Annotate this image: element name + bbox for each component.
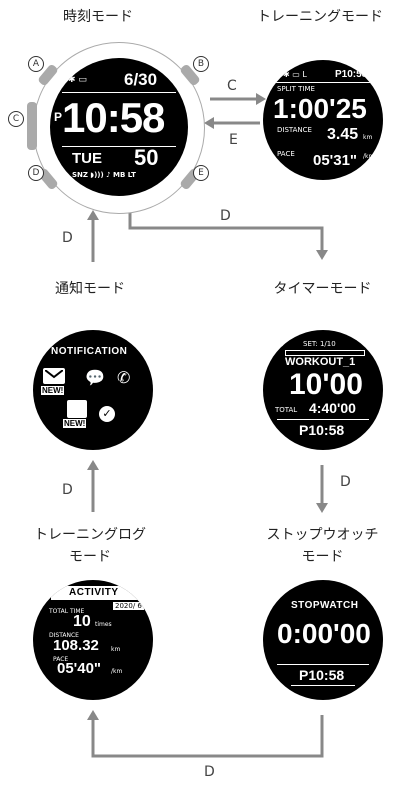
time-mode-screen: ✱ ▭ 6/30 P 10:58 TUE 50 SNZ ◗))) ♪ MB LT (50, 58, 188, 196)
notification-mode-label: 通知モード (55, 281, 125, 297)
stopwatch-time: 0:00'00 (277, 618, 371, 649)
total-value: 4:40'00 (309, 400, 356, 416)
log-pace-value: 05'40" (57, 660, 102, 677)
arrow-label-c: C (227, 78, 237, 94)
check-icon: ✓ (99, 406, 115, 422)
training-mode-screen: ✱ ▭ L P10:58 SPLIT TIME 1:00'25 DISTANCE… (263, 60, 383, 180)
split-time-label: SPLIT TIME (277, 85, 315, 93)
time-display: 10:58 (62, 94, 165, 141)
set-progress (285, 350, 365, 356)
log-distance-unit: km (111, 646, 121, 653)
new-badge-calendar: NEW! (63, 419, 87, 428)
date-display: 6/30 (124, 70, 158, 89)
day-display: TUE (72, 150, 102, 167)
timer-clock: P10:58 (299, 422, 345, 438)
pace-value: 05'31" (313, 152, 358, 169)
stopwatch-mode-label-1: ストップウオッチ (266, 527, 379, 543)
training-log-mode-label-1: トレーニングログ (34, 527, 146, 543)
timer-mode-screen: ✱ SET: 1/10 WORKOUT_1 10'00 TOTAL 4:40'0… (263, 330, 383, 450)
bluetooth-icon: ✱ (41, 342, 48, 351)
log-distance-label: DISTANCE (49, 632, 79, 639)
bluetooth-icon: ✱ (41, 588, 48, 597)
training-mode-label: トレーニングモード (257, 9, 383, 25)
envelope-icon (45, 370, 63, 379)
timer-value: 10'00 (289, 368, 363, 401)
button-label-e: E (193, 165, 209, 181)
log-pace-unit: /km (111, 668, 123, 675)
button-label-a: A (28, 56, 44, 72)
button-label-d: D (28, 165, 44, 181)
arrow-label-d-bottom: D (204, 764, 215, 780)
side-button-left[interactable] (27, 102, 37, 150)
workout-name: WORKOUT_1 (285, 356, 356, 368)
distance-unit: km (363, 134, 373, 141)
log-distance-value: 108.32 (53, 637, 99, 654)
log-pace-label: PACE (53, 656, 69, 663)
stopwatch-clock: P10:58 (299, 667, 345, 683)
distance-label: DISTANCE (277, 126, 312, 134)
timer-mode-label: タイマーモード (273, 281, 372, 297)
time-mode-watch: ✱ ▭ 6/30 P 10:58 TUE 50 SNZ ◗))) ♪ MB LT (27, 42, 205, 214)
arrow-label-d-right: D (340, 474, 351, 490)
time-mode-label: 時刻モード (63, 9, 133, 25)
activity-title: ACTIVITY (69, 587, 119, 598)
total-label: TOTAL (275, 406, 298, 414)
log-date: 2020/ 6 (113, 602, 144, 610)
bluetooth-icon: ✱ (277, 340, 284, 349)
button-label-c: C (8, 111, 24, 127)
stopwatch-mode-screen: ✱ STOPWATCH 0:00'00 P10:58 (263, 580, 383, 700)
message-icon: 💬 (85, 368, 105, 387)
pace-unit: /km (363, 153, 375, 160)
new-badge-mail: NEW! (41, 386, 65, 395)
bluetooth-icon: ✱ (273, 590, 280, 599)
seconds-display: 50 (134, 145, 159, 170)
split-time-value: 1:00'25 (273, 93, 367, 124)
training-clock: P10:58 (335, 69, 368, 80)
bluetooth-icon: ✱ ▭ (68, 75, 87, 85)
arrow-label-d-top: D (220, 208, 231, 224)
calendar-icon (67, 400, 87, 418)
button-label-b: B (193, 56, 209, 72)
training-status-icons: ✱ ▭ L (283, 70, 307, 79)
arrow-label-e: E (229, 132, 238, 148)
stopwatch-title: STOPWATCH (291, 600, 359, 611)
total-time-label: TOTAL TIME (49, 608, 85, 615)
notification-mode-screen: ✱ NOTIFICATION NEW! 💬 ✆ NEW! ✓ (33, 330, 153, 450)
arrow-d-stopwatch-to-log (91, 715, 324, 758)
arrow-label-d-left-bottom: D (62, 482, 73, 498)
set-counter: SET: 1/10 (303, 340, 336, 348)
notification-title: NOTIFICATION (51, 346, 128, 357)
total-times-value: 10 (73, 613, 91, 630)
activity-header (51, 586, 141, 600)
phone-icon: ✆ (117, 368, 131, 387)
pace-label: PACE (277, 150, 295, 158)
times-unit: times (95, 621, 112, 628)
training-log-mode-screen: ✱ ACTIVITY 2020/ 6 TOTAL TIME 10 times D… (33, 580, 153, 700)
arrow-d-time-to-timer (128, 210, 324, 252)
pm-indicator: P (54, 110, 63, 124)
arrow-label-d-left-top: D (62, 230, 73, 246)
distance-value: 3.45 (327, 126, 359, 143)
indicator-row: SNZ ◗))) ♪ MB LT (72, 171, 136, 179)
stopwatch-mode-label-2: モード (301, 549, 344, 565)
training-log-mode-label-2: モード (69, 549, 111, 565)
